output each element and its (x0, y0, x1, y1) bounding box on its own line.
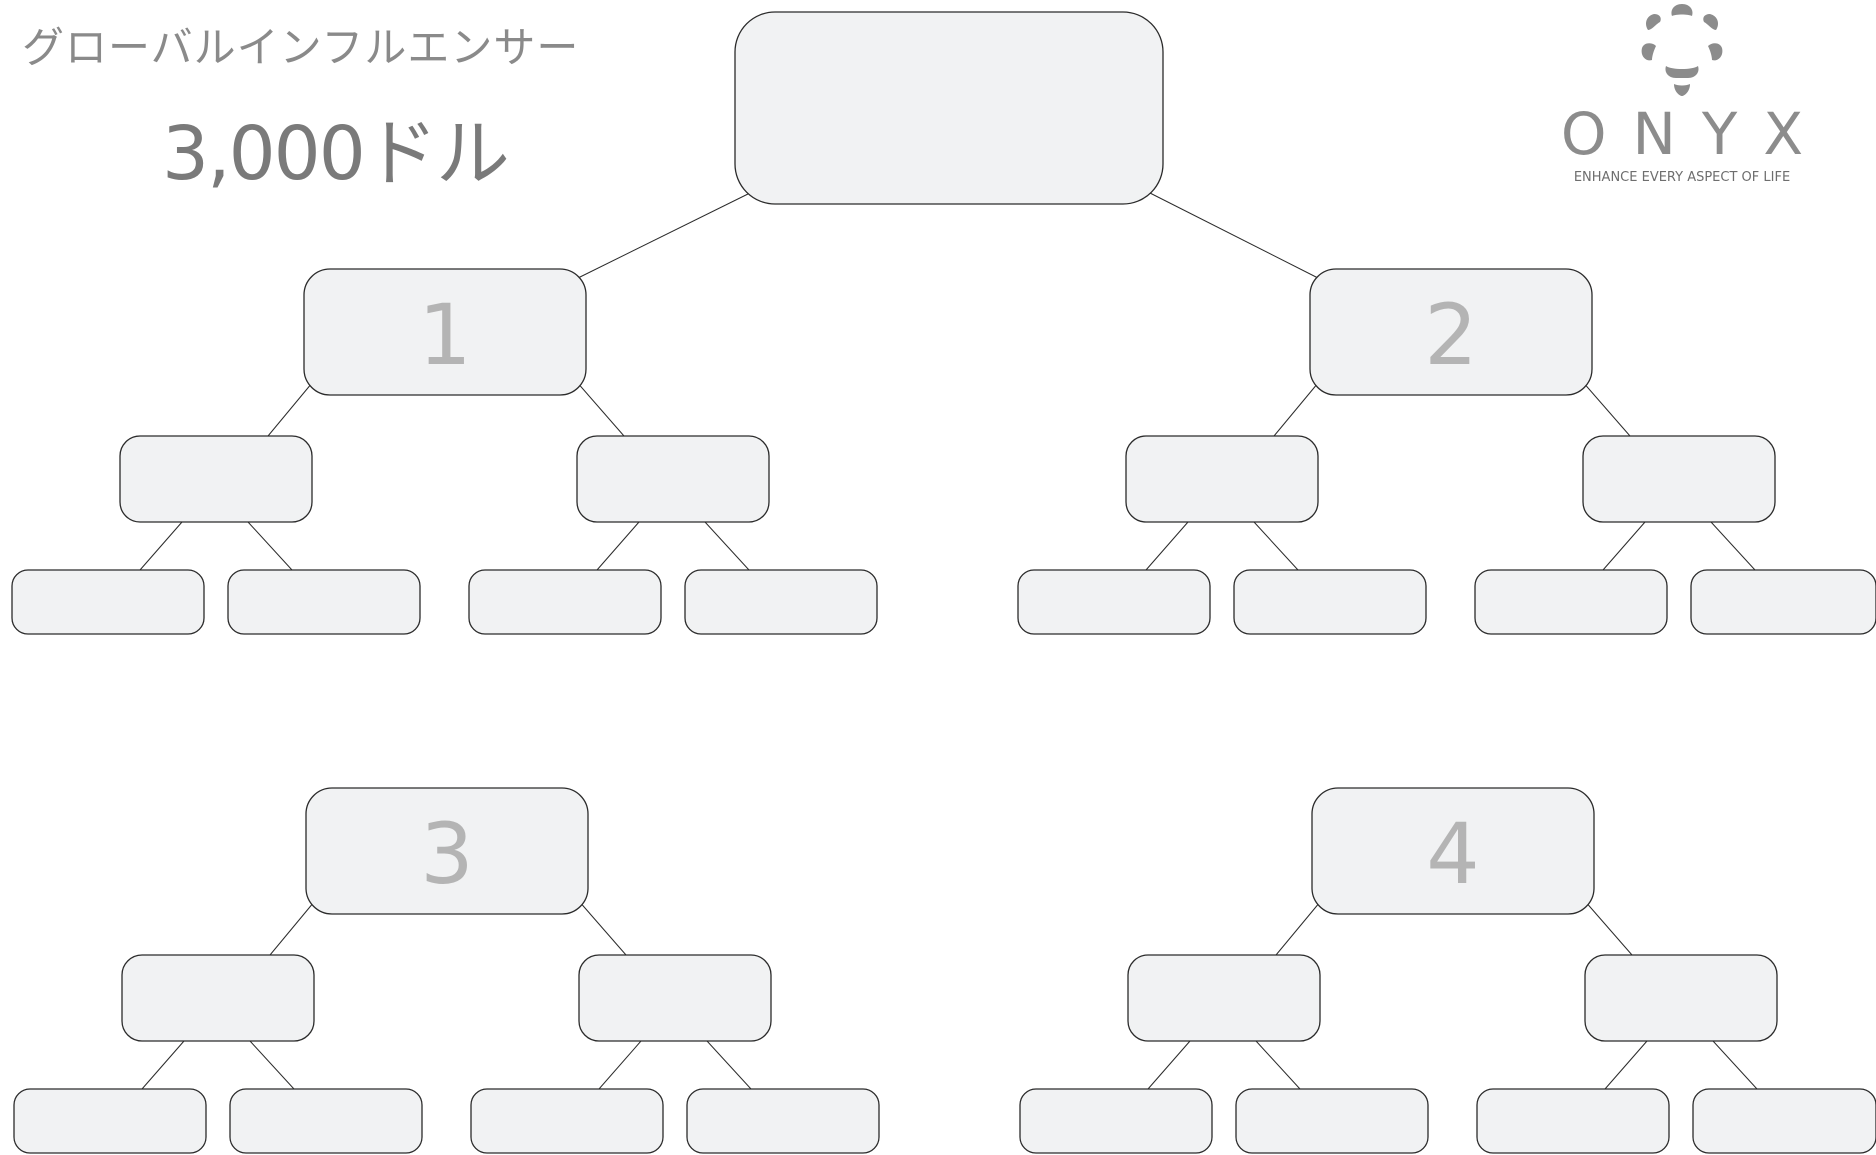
branch-4-mid-node-2 (1584, 954, 1778, 1042)
connector-b1-m2-l2 (704, 521, 750, 571)
tree-root-node (734, 11, 1164, 205)
branch-2-leaf-node-3 (1474, 569, 1668, 635)
connector-b1-m1-l2 (247, 521, 293, 571)
logo-tagline: ENHANCE EVERY ASPECT OF LIFE (1573, 170, 1791, 185)
connector-b4-m2 (1583, 899, 1633, 956)
branch-3-leaf-node-3 (470, 1088, 664, 1154)
connector-b4-m1-l1 (1147, 1040, 1191, 1090)
onyx-logo: ONYX ENHANCE EVERY ASPECT OF LIFE (1522, 0, 1842, 200)
connector-b3-m2-l1 (598, 1040, 642, 1090)
branch-number-3: 3 (420, 805, 473, 903)
connector-b3-m1-l2 (249, 1040, 295, 1090)
branch-number-1: 1 (418, 286, 471, 384)
connector-b3-m2-l2 (706, 1040, 752, 1090)
branch-4-leaf-node-4 (1692, 1088, 1876, 1154)
branch-3-leaf-node-2 (229, 1088, 423, 1154)
branch-1-leaf-node-4 (684, 569, 878, 635)
branch-4-leaf-node-1 (1019, 1088, 1213, 1154)
connector-b1-m1-l1 (139, 521, 183, 571)
branch-2-mid-node-2 (1582, 435, 1776, 523)
connector-b3-m1 (269, 901, 315, 956)
connector-b4-m1 (1275, 901, 1321, 956)
branch-4-leaf-node-2 (1235, 1088, 1429, 1154)
onyx-flower-icon (1641, 4, 1723, 96)
connector-b2-m1-l1 (1145, 521, 1189, 571)
branch-number-4: 4 (1426, 805, 1479, 903)
tree-nodes: 1 2 3 4 (11, 11, 1876, 1154)
branch-3-mid-node-1 (121, 954, 315, 1042)
branch-2-mid-node-1 (1125, 435, 1319, 523)
branch-head-4 (1311, 787, 1595, 915)
branch-head-3 (305, 787, 589, 915)
branch-1-mid-node-1 (119, 435, 313, 523)
branch-1-leaf-node-3 (468, 569, 662, 635)
connector-b2-m2 (1581, 380, 1631, 437)
reward-amount: 3,000ドル (162, 111, 510, 197)
branch-1-leaf-node-1 (11, 569, 205, 635)
root-connector-2 (1147, 191, 1319, 279)
connector-b2-m2-l2 (1710, 521, 1756, 571)
branch-4-leaf-node-3 (1476, 1088, 1670, 1154)
connector-b3-m2 (577, 899, 627, 956)
connector-b1-m1 (267, 382, 313, 437)
branch-3-leaf-node-4 (686, 1088, 880, 1154)
branch-1-mid-node-2 (576, 435, 770, 523)
branch-2-leaf-node-4 (1690, 569, 1876, 635)
logo-wordmark: ONYX (1560, 100, 1830, 168)
branch-1-leaf-node-2 (227, 569, 421, 635)
connector-b4-m1-l2 (1255, 1040, 1301, 1090)
connector-b2-m2-l1 (1602, 521, 1646, 571)
connector-b4-m2-l1 (1604, 1040, 1648, 1090)
root-connector-1 (577, 191, 753, 279)
connector-b1-m2-l1 (596, 521, 640, 571)
connector-b2-m1 (1273, 382, 1319, 437)
connector-b2-m1-l2 (1253, 521, 1299, 571)
tree-connectors (139, 191, 1758, 1090)
branch-3-mid-node-2 (578, 954, 772, 1042)
branch-number-2: 2 (1424, 286, 1477, 384)
branch-3-leaf-node-1 (13, 1088, 207, 1154)
page-title: グローバルインフルエンサー (22, 23, 580, 72)
branch-4-mid-node-1 (1127, 954, 1321, 1042)
branch-head-2 (1309, 268, 1593, 396)
connector-b4-m2-l2 (1712, 1040, 1758, 1090)
branch-2-leaf-node-1 (1017, 569, 1211, 635)
connector-b1-m2 (575, 380, 625, 437)
branch-head-1 (303, 268, 587, 396)
connector-b3-m1-l1 (141, 1040, 185, 1090)
branch-2-leaf-node-2 (1233, 569, 1427, 635)
